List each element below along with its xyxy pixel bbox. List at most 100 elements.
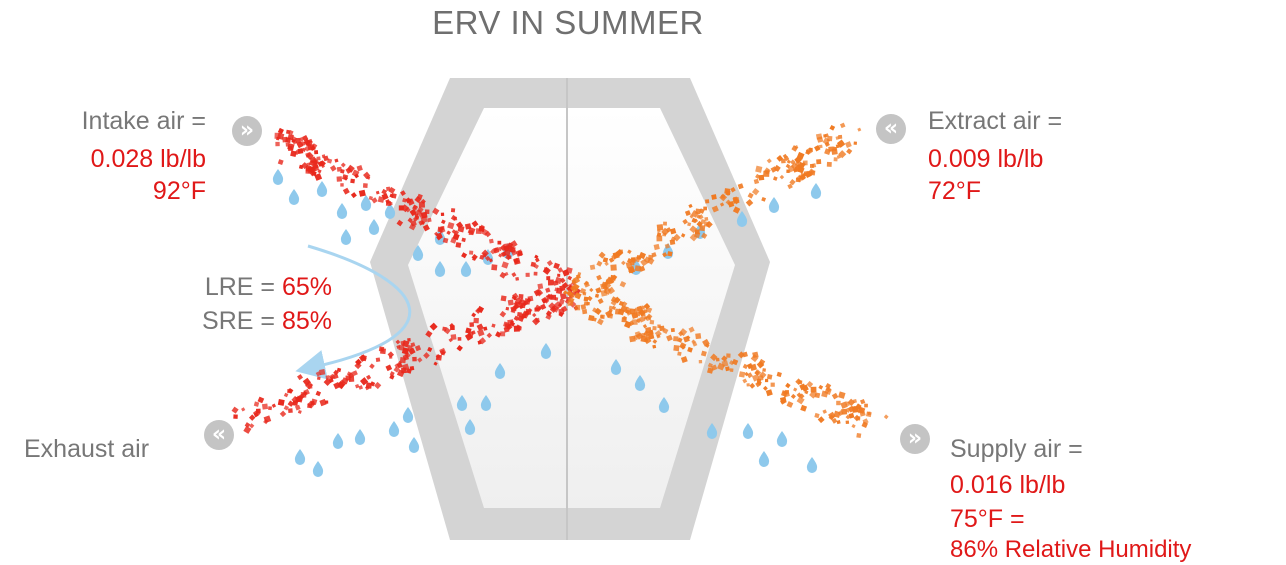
- cool-particle: [738, 371, 746, 378]
- warm-particle: [316, 376, 321, 381]
- cool-particle: [620, 304, 628, 313]
- warm-particle: [509, 246, 516, 253]
- cool-particle: [670, 328, 675, 333]
- cool-particle: [704, 343, 710, 348]
- warm-particle: [355, 384, 360, 389]
- warm-particle: [513, 257, 520, 264]
- warm-particle: [554, 297, 559, 301]
- cool-particle: [858, 406, 866, 414]
- warm-particle: [303, 388, 310, 396]
- cool-particle: [679, 342, 687, 350]
- cool-particle: [746, 372, 753, 379]
- cool-particle: [580, 304, 587, 310]
- cool-particle: [827, 135, 833, 142]
- cool-particle: [838, 134, 843, 139]
- warm-particle: [450, 214, 457, 221]
- warm-particle: [473, 317, 479, 324]
- warm-particle: [317, 169, 322, 174]
- warm-particle: [263, 415, 272, 424]
- cool-particle: [687, 346, 693, 353]
- warm-particle: [422, 224, 430, 232]
- cool-particle: [831, 392, 839, 400]
- water-drop-icon: [768, 197, 780, 213]
- cool-particle: [836, 139, 846, 148]
- warm-particle: [500, 331, 506, 337]
- supply-humidity: 0.016 lb/lb: [950, 471, 1066, 499]
- cool-particle: [717, 362, 725, 371]
- warm-particle: [525, 272, 530, 277]
- cool-particle: [749, 363, 757, 371]
- warm-particle: [398, 344, 405, 351]
- warm-particle: [495, 331, 502, 338]
- warm-particle: [472, 256, 477, 261]
- warm-particle: [396, 219, 404, 227]
- warm-particle: [545, 294, 552, 301]
- warm-particle: [546, 276, 551, 281]
- cool-particle: [699, 225, 706, 232]
- cool-particle: [824, 387, 832, 395]
- warm-particle: [505, 306, 510, 311]
- warm-particle: [261, 403, 269, 410]
- cool-particle: [662, 252, 668, 258]
- warm-particle: [375, 357, 381, 362]
- water-drop-icon: [340, 229, 352, 245]
- water-drop-icon: [742, 423, 754, 439]
- cool-particle: [742, 363, 749, 370]
- cool-particle: [814, 144, 821, 152]
- cool-particle: [572, 276, 581, 284]
- cool-particle: [809, 163, 814, 168]
- cool-particle: [604, 261, 609, 267]
- warm-particle: [308, 167, 314, 173]
- cool-particle: [786, 159, 791, 164]
- warm-particle: [446, 230, 451, 235]
- warm-particle: [558, 298, 565, 305]
- cool-particle: [644, 338, 649, 342]
- warm-particle: [408, 223, 417, 231]
- warm-particle: [407, 198, 415, 206]
- cool-particle: [563, 290, 568, 295]
- cool-particle: [790, 393, 796, 399]
- warm-particle: [435, 354, 441, 360]
- warm-particle: [532, 312, 537, 318]
- cool-particle: [859, 398, 866, 405]
- cool-particle: [586, 301, 590, 306]
- cool-particle: [732, 196, 740, 204]
- warm-particle: [449, 322, 455, 329]
- water-drop-icon: [312, 461, 324, 478]
- cool-particle: [579, 287, 587, 295]
- water-drop-icon: [368, 219, 380, 235]
- warm-particle: [257, 396, 265, 404]
- warm-particle: [400, 340, 406, 346]
- water-drop-icon: [758, 451, 770, 467]
- warm-particle: [499, 310, 507, 318]
- warm-particle: [362, 183, 368, 188]
- cool-particle: [677, 351, 682, 356]
- cool-particle: [749, 382, 756, 389]
- extract-humidity: 0.009 lb/lb: [928, 145, 1044, 173]
- warm-particle: [366, 175, 371, 180]
- warm-particle: [329, 375, 335, 381]
- cool-particle: [759, 371, 767, 379]
- cool-particle: [801, 384, 809, 392]
- water-drop-icon: [412, 245, 424, 261]
- warm-particle: [491, 264, 498, 271]
- cool-particle: [627, 249, 632, 254]
- cool-particle: [725, 366, 730, 372]
- cool-particle: [785, 382, 791, 389]
- warm-particle: [478, 337, 487, 345]
- warm-particle: [553, 301, 563, 310]
- warm-particle: [455, 242, 462, 248]
- warm-particle: [388, 186, 396, 194]
- warm-particle: [417, 357, 423, 363]
- warm-particle: [405, 206, 411, 213]
- intake-temperature: 92°F: [152, 177, 206, 205]
- warm-particle: [295, 137, 301, 144]
- cool-particle: [839, 122, 846, 129]
- warm-particle: [476, 323, 484, 331]
- warm-particle: [277, 159, 284, 166]
- warm-particle: [377, 196, 385, 203]
- warm-particle: [485, 255, 491, 262]
- warm-particle: [511, 272, 517, 278]
- cool-particle: [770, 166, 778, 173]
- warm-particle: [412, 356, 417, 362]
